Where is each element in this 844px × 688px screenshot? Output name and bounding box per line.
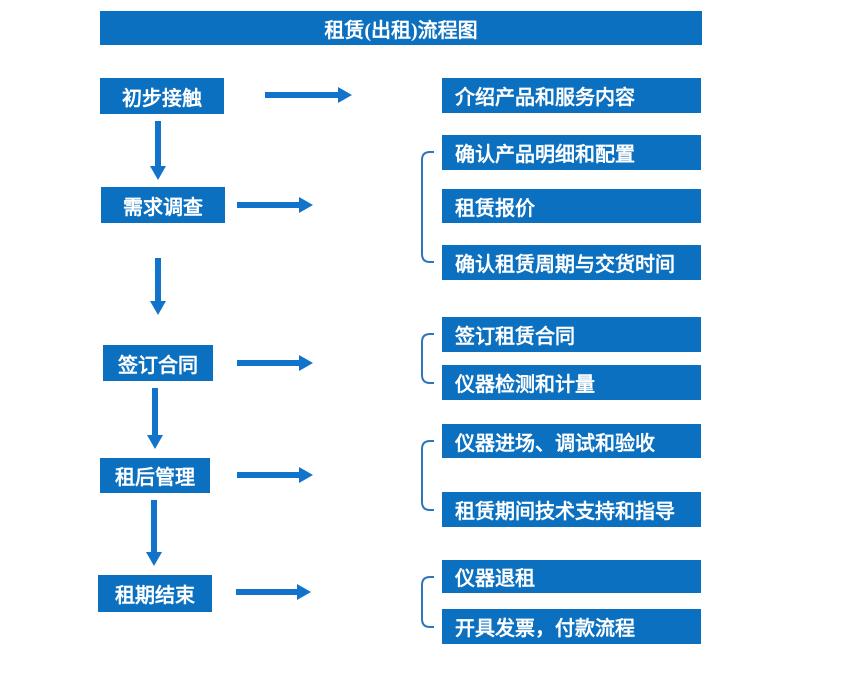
arrow-down-step2-step3	[150, 258, 166, 315]
detail-box-introduce-products: 介绍产品和服务内容	[442, 78, 701, 113]
detail-box-instrument-inspection: 仪器检测和计量	[442, 365, 701, 400]
arrow-right-step4	[237, 467, 313, 483]
arrow-right-step3	[237, 355, 313, 371]
bracket-step5-details	[421, 576, 434, 628]
bracket-step3-details	[421, 333, 434, 384]
detail-box-confirm-product-config: 确认产品明细和配置	[442, 135, 701, 170]
step-box-rental-end: 租期结束	[98, 575, 212, 612]
arrow-down-step1-step2	[150, 121, 166, 180]
bracket-step4-details	[421, 440, 434, 511]
arrow-right-step5	[236, 584, 311, 600]
detail-box-instrument-setup-acceptance: 仪器进场、调试和验收	[442, 424, 701, 458]
step-box-demand-survey: 需求调查	[101, 187, 225, 223]
detail-box-confirm-period-delivery: 确认租赁周期与交货时间	[442, 245, 701, 280]
detail-box-instrument-return: 仪器退租	[442, 560, 701, 593]
step-box-post-rental-management: 租后管理	[100, 458, 210, 493]
detail-box-sign-rental-contract: 签订租赁合同	[442, 317, 701, 352]
bracket-step2-details	[421, 151, 434, 263]
arrow-down-step4-step5	[146, 500, 162, 566]
arrow-right-step2	[237, 197, 313, 213]
detail-box-rental-quote: 租赁报价	[442, 189, 701, 223]
diagram-title: 租赁(出租)流程图	[100, 11, 702, 45]
detail-box-invoice-payment: 开具发票，付款流程	[442, 609, 701, 644]
detail-box-tech-support: 租赁期间技术支持和指导	[442, 492, 701, 527]
arrow-down-step3-step4	[147, 388, 163, 449]
arrow-right-step1	[265, 87, 352, 103]
step-box-sign-contract: 签订合同	[103, 345, 213, 381]
step-box-initial-contact: 初步接触	[100, 78, 224, 114]
